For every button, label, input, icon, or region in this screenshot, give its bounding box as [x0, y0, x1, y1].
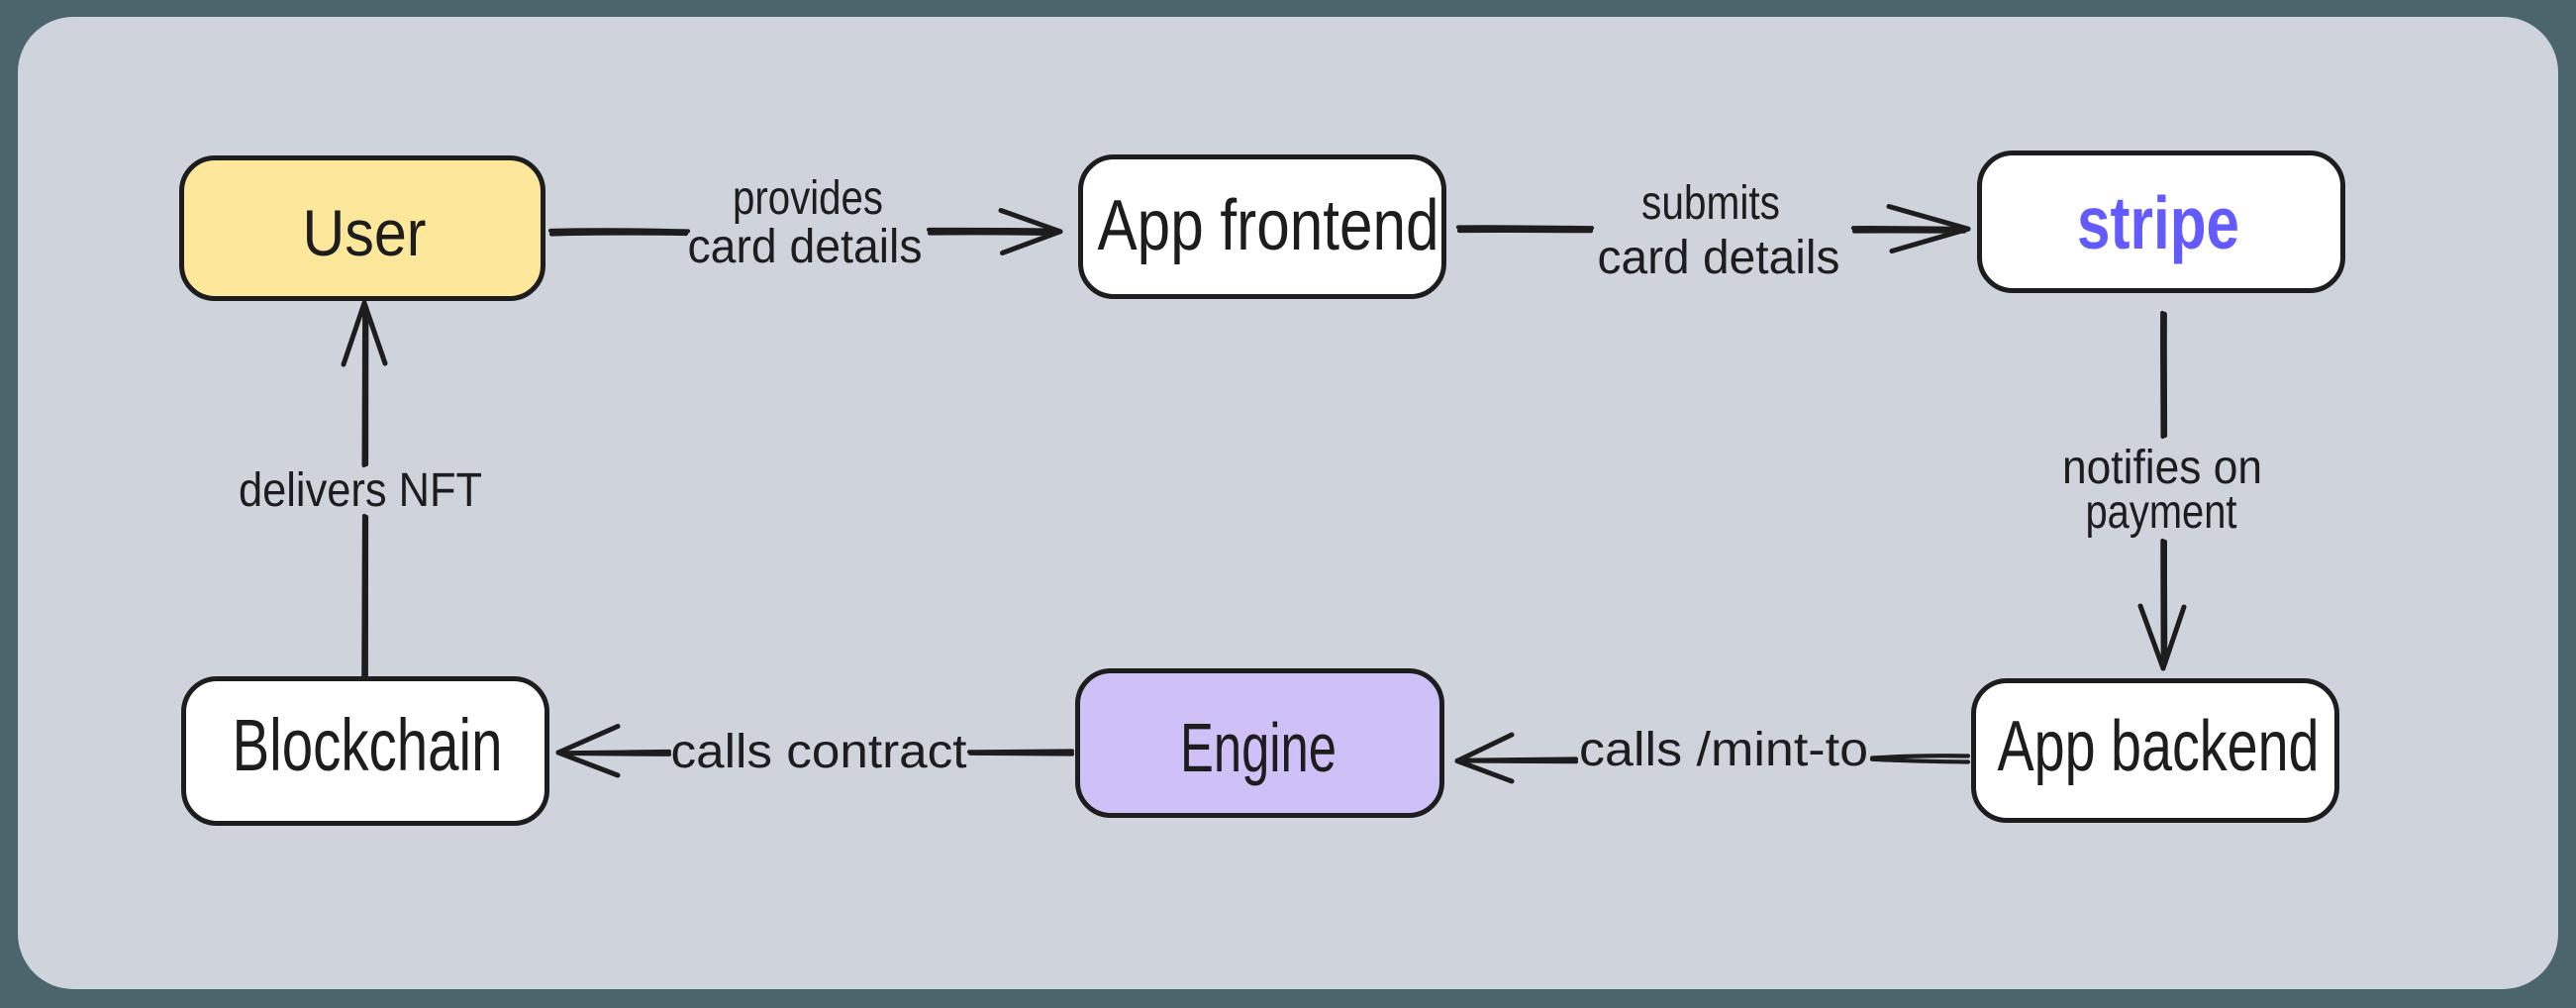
- svg-text:App backend: App backend: [1998, 707, 2320, 786]
- svg-text:Engine: Engine: [1180, 709, 1337, 786]
- svg-text:App frontend: App frontend: [1098, 186, 1439, 265]
- svg-text:submits: submits: [1641, 177, 1780, 230]
- svg-text:card details: card details: [688, 221, 923, 273]
- svg-text:Blockchain: Blockchain: [233, 704, 503, 786]
- svg-text:payment: payment: [2086, 486, 2237, 539]
- svg-text:delivers NFT: delivers NFT: [239, 464, 482, 517]
- svg-text:provides: provides: [733, 172, 883, 225]
- svg-text:stripe: stripe: [2077, 181, 2239, 264]
- svg-text:card details: card details: [1598, 232, 1840, 284]
- svg-text:calls contract: calls contract: [671, 726, 967, 778]
- svg-text:User: User: [303, 196, 427, 269]
- svg-text:notifies on: notifies on: [2062, 442, 2262, 494]
- svg-text:calls /mint-to: calls /mint-to: [1579, 724, 1868, 776]
